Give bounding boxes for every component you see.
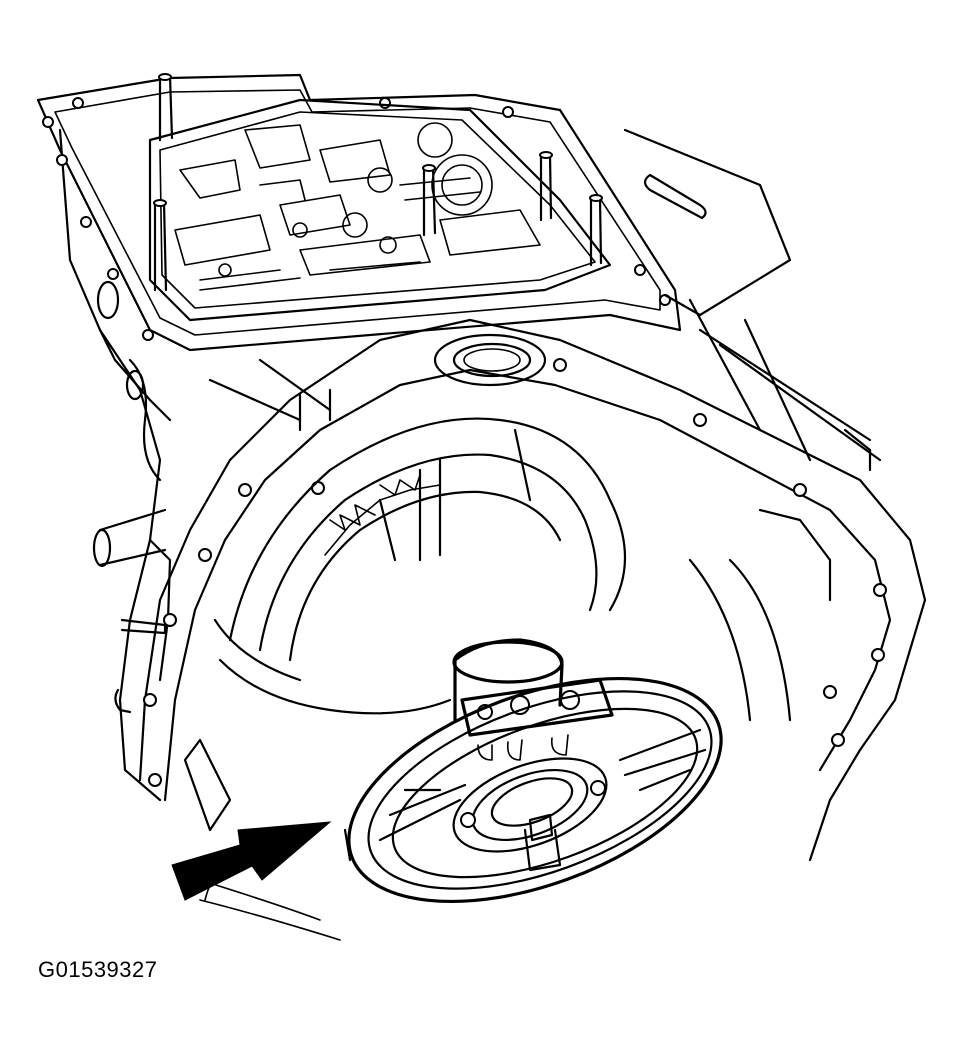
bell-housing — [138, 298, 927, 941]
internal-drum — [183, 417, 626, 832]
valve-body — [148, 98, 612, 322]
transmission-case — [58, 128, 172, 802]
side-bracket — [623, 128, 792, 317]
case-flange — [36, 73, 682, 352]
figure-id-label: G01539327 — [38, 957, 158, 982]
direction-arrow — [171, 821, 332, 901]
guide-pins — [153, 73, 603, 292]
flange-bolt-holes — [42, 97, 671, 341]
bell-housing-bolt-holes — [143, 358, 887, 787]
pump-assembly — [343, 638, 723, 904]
